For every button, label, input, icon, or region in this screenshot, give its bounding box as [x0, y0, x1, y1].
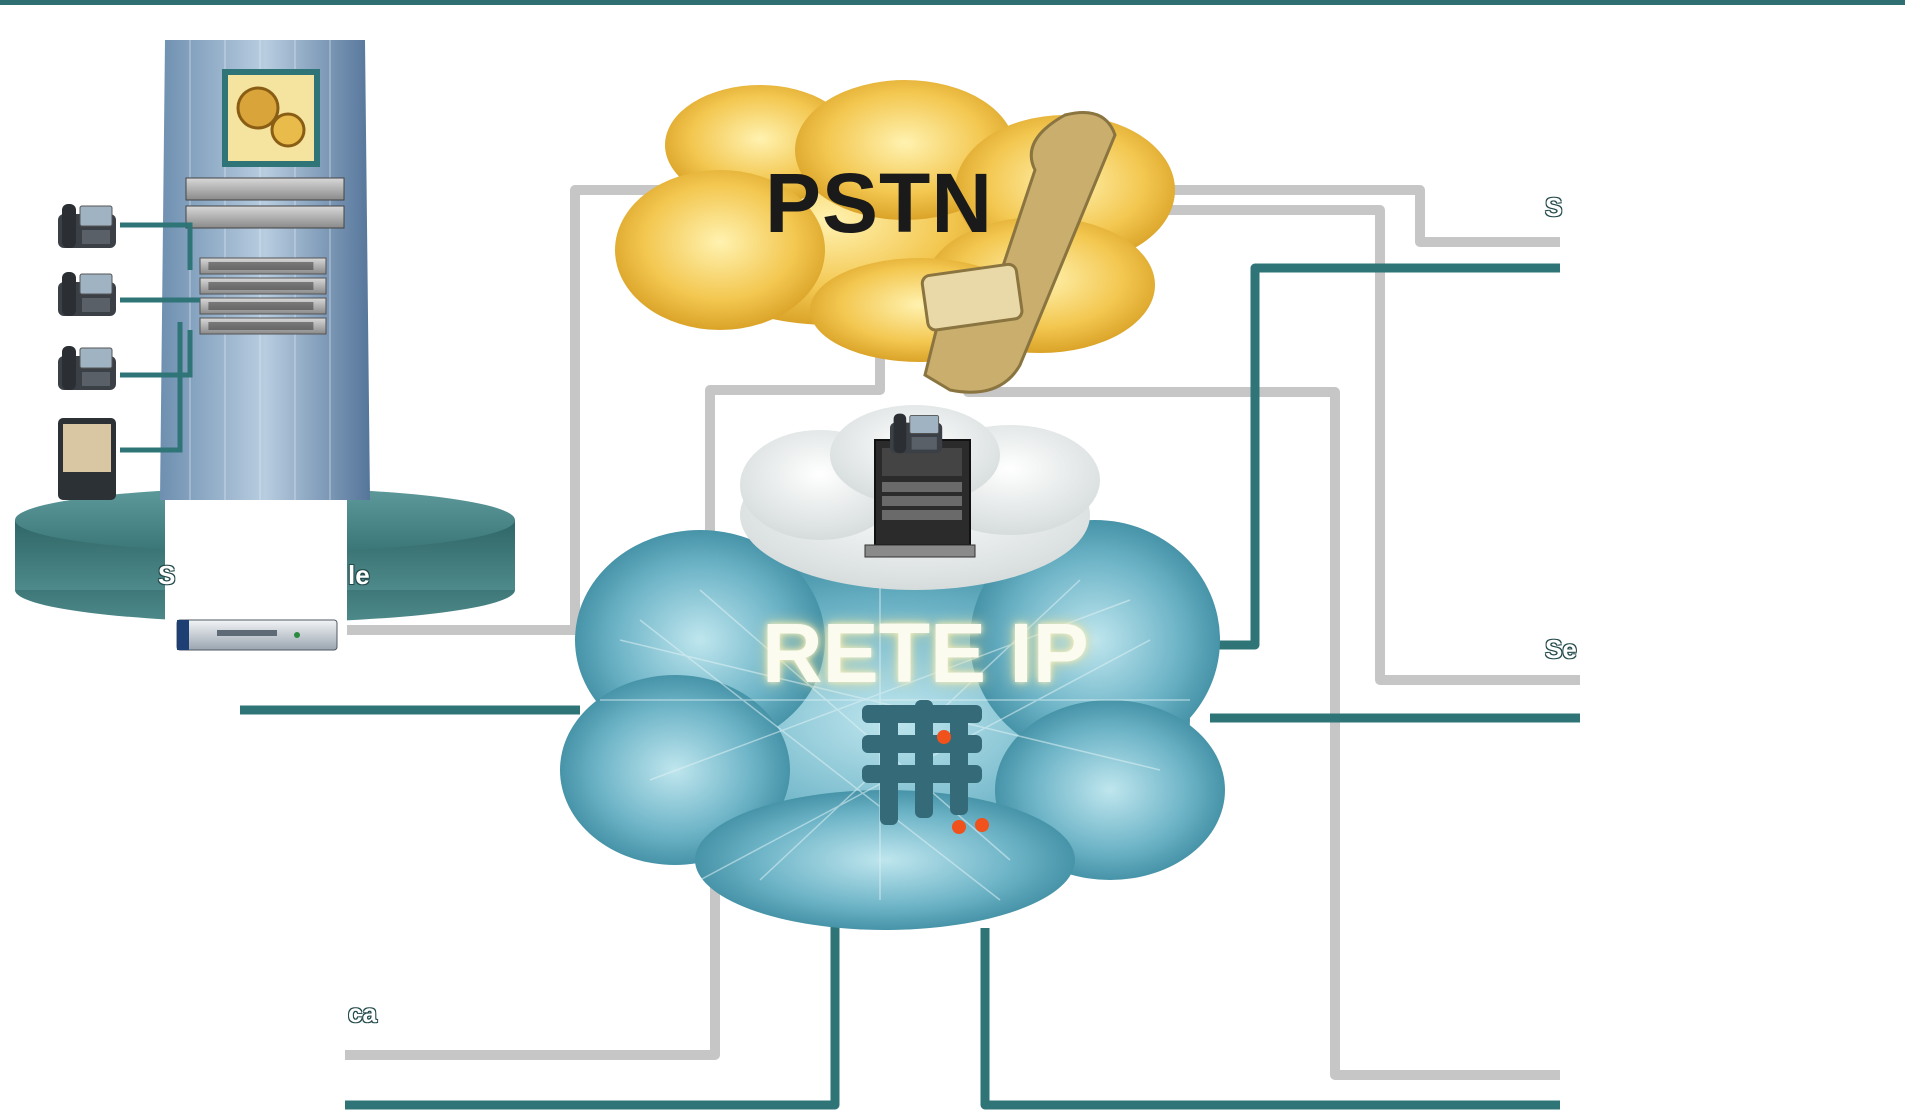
headquarters-site [15, 40, 515, 652]
headquarters-label-start: S [158, 560, 176, 590]
branch-top-right-label: S [1545, 192, 1563, 222]
factory-label-end: ca [348, 998, 377, 1028]
ip-bridge-icon [862, 700, 989, 834]
ip-links [240, 263, 1580, 1110]
headquarters-label-end: le [348, 560, 370, 590]
voice-gateway-chassis-icon [864, 413, 976, 558]
ip-network-label: RETE IP [762, 606, 1089, 700]
branch-mid-right-label: Se [1545, 634, 1577, 664]
top-border-line [0, 0, 1905, 5]
pstn-label: PSTN [765, 156, 994, 250]
handset-icon [920, 111, 1117, 394]
